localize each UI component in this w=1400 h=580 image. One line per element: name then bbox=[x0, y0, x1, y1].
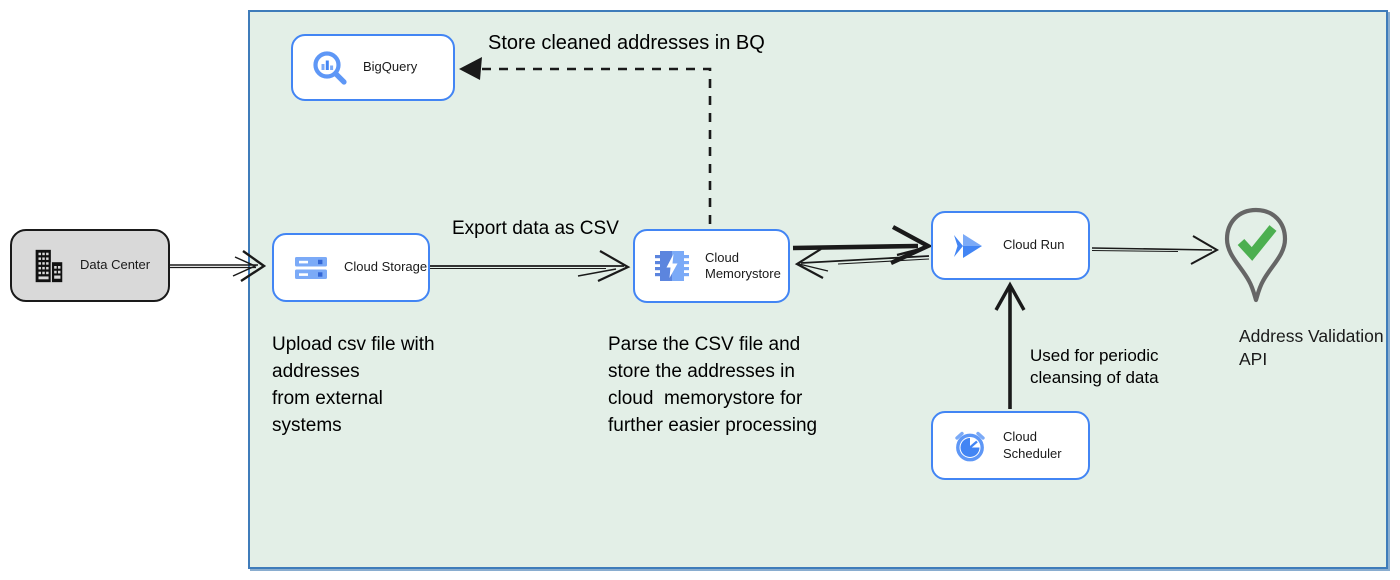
cloud-run-arrow-icon bbox=[950, 226, 990, 266]
node-label: Cloud Memorystore bbox=[705, 249, 781, 281]
cloud-scheduler-clock-icon bbox=[950, 426, 990, 466]
node-cloud-storage: Cloud Storage bbox=[272, 233, 430, 302]
edge-label-periodic-cleansing: Used for periodic cleansing of data bbox=[1030, 346, 1159, 387]
node-label: Cloud Storage bbox=[344, 259, 428, 275]
building-icon bbox=[29, 247, 67, 285]
address-validation-pin bbox=[1222, 206, 1290, 315]
node-cloud-run: Cloud Run bbox=[931, 211, 1090, 280]
address-validation-label: Address Validation API bbox=[1239, 326, 1384, 369]
cloud-storage-buckets-icon bbox=[291, 248, 331, 288]
node-data-center: Data Center bbox=[10, 229, 170, 302]
node-cloud-memorystore: Cloud Memorystore bbox=[633, 229, 790, 303]
node-bigquery: BigQuery bbox=[291, 34, 455, 101]
node-label: Data Center bbox=[80, 257, 151, 273]
node-cloud-scheduler: Cloud Scheduler bbox=[931, 411, 1090, 480]
annotation-parse-csv: Parse the CSV file and store the address… bbox=[608, 334, 818, 436]
node-label: BigQuery bbox=[363, 59, 418, 75]
edge-label-store-cleaned: Store cleaned addresses in BQ bbox=[488, 32, 765, 54]
bigquery-magnifier-chart-icon bbox=[310, 48, 350, 88]
memorystore-chip-lightning-icon bbox=[652, 246, 692, 286]
annotation-upload-csv: Upload csv file with addresses from exte… bbox=[272, 334, 435, 436]
node-label: Cloud Scheduler bbox=[1003, 429, 1062, 461]
edge-label-export-csv: Export data as CSV bbox=[452, 218, 619, 239]
node-label: Cloud Run bbox=[1003, 237, 1065, 253]
location-pin-check-icon bbox=[1222, 207, 1290, 314]
gcp-boundary-container bbox=[248, 10, 1388, 569]
